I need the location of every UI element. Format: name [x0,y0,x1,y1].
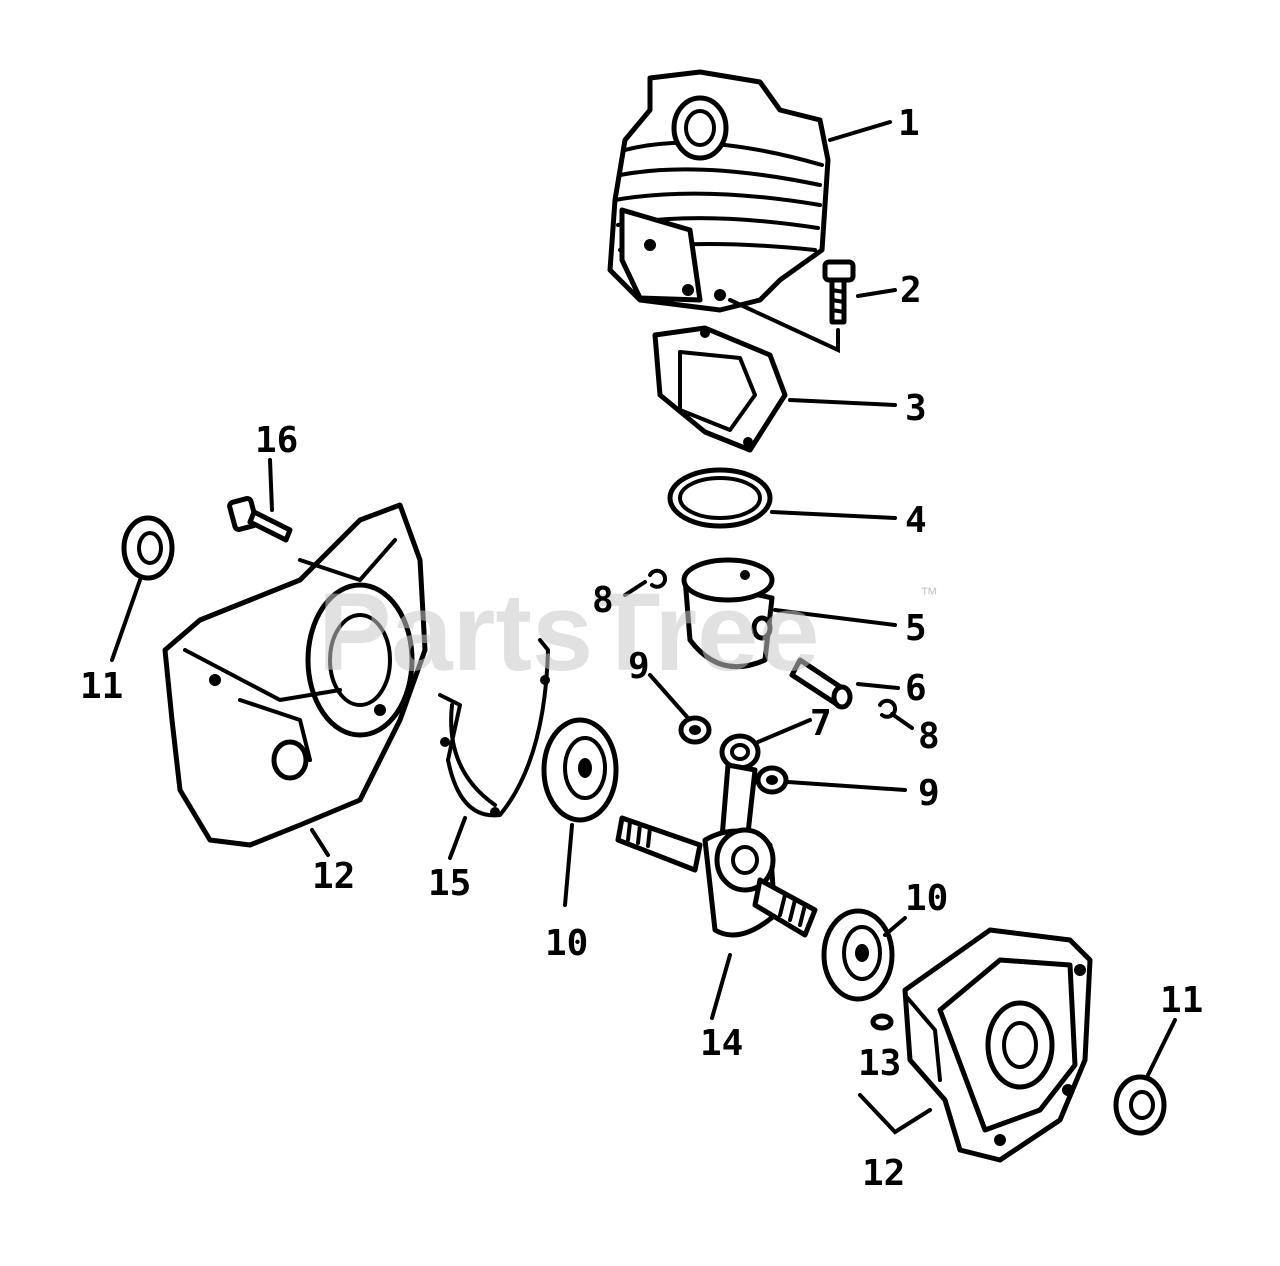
oil-seal-part-left [121,515,175,581]
callout-10-right: 10 [905,878,948,919]
callout-9-right: 9 [918,773,940,814]
piston-pin-part [789,657,853,710]
leader-11a [110,578,142,662]
callout-11-left: 11 [80,666,123,707]
leader-2 [856,288,897,298]
clip-part-lower [878,698,898,719]
callout-13: 13 [858,1043,901,1084]
callout-2: 2 [900,270,922,311]
callout-12-right: 12 [862,1153,905,1194]
leader-6 [856,682,900,690]
leader-9a [648,673,690,720]
washer-part-right [755,765,789,795]
crankcase-gasket-part [438,638,550,818]
watermark-brand: PartsTree [318,571,819,694]
callout-7: 7 [810,703,832,744]
clip-part-upper [648,568,668,589]
watermark-trademark: ™ [920,584,938,604]
leader-2-connector [728,298,840,354]
callout-11-right: 11 [1160,980,1203,1021]
piston-part [681,557,775,670]
leader-8b [890,712,914,730]
callout-5: 5 [905,608,927,649]
callout-3: 3 [905,388,927,429]
leader-10b [883,916,907,937]
bearing-part-right [821,908,895,1002]
piston-ring-part [667,467,773,529]
leader-1 [828,120,892,142]
leader-9b [786,780,907,792]
callout-6: 6 [905,668,927,709]
crankcase-right-part [902,927,1093,1163]
leader-12b [858,1093,932,1135]
leader-12a [310,828,330,857]
cylinder-part [607,69,831,313]
leader-8a [623,580,647,597]
callout-14: 14 [700,1023,743,1064]
callout-15: 15 [428,863,471,904]
callout-10-left: 10 [545,923,588,964]
washer-part-left [678,715,712,745]
callout-9-left: 9 [628,646,650,687]
crankcase-left-part [162,502,428,848]
crankcase-bolt-part [227,496,293,543]
leader-15 [448,816,467,860]
callout-8-upper: 8 [592,580,614,621]
leader-7 [756,718,812,744]
bolt-part [822,259,856,325]
leader-5 [773,608,897,627]
bearing-part-left [541,717,619,823]
leader-3 [788,398,897,407]
callout-12-left: 12 [312,856,355,897]
leader-10a [563,823,574,907]
leader-16 [268,458,274,512]
callout-4: 4 [905,500,927,541]
callout-16: 16 [255,420,298,461]
crankshaft-part [615,762,818,938]
oil-seal-part-right [1113,1074,1167,1136]
leader-4 [770,510,897,520]
gasket-part [652,325,788,453]
leader-11b [1146,1018,1177,1077]
callout-8-lower: 8 [918,716,940,757]
dowel-pin-part [870,1013,894,1031]
callout-1: 1 [898,103,920,144]
leader-14 [710,953,732,1020]
